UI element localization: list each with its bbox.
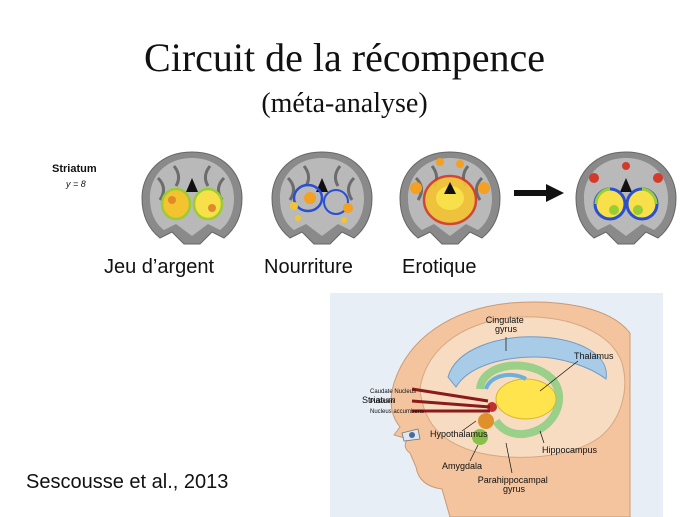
coordinate-label: y = 8 [66, 179, 86, 189]
brain-scan-combined [575, 151, 677, 245]
citation: Sescousse et al., 2013 [26, 471, 229, 493]
region-label: Striatum [52, 163, 97, 175]
slide-title: Circuit de la récompence [144, 35, 545, 80]
label-hypothalamus: Hypothalamus [430, 429, 488, 439]
label-putamen: Putamen [370, 399, 394, 405]
caption-erotic: Erotique [402, 256, 477, 278]
label-nucleus-accumbens: Nucleus accumbens [370, 409, 424, 415]
caption-gambling: Jeu d’argent [104, 256, 215, 278]
brain-scan-gambling [141, 151, 243, 245]
brain-scan-food [271, 151, 373, 245]
label-parahippocampal-gyrus: Parahippocampal gyrus [478, 475, 551, 494]
label-hippocampus: Hippocampus [542, 445, 598, 455]
slide-subtitle: (méta-analyse) [261, 88, 428, 119]
label-cingulate-gyrus: Cingulate gyrus [486, 315, 527, 334]
caption-food: Nourriture [264, 256, 353, 278]
arrow-right-icon [514, 184, 564, 202]
reward-circuit-anatomy-illustration: Cingulate gyrus Thalamus Striatum Caudat… [330, 293, 663, 517]
label-thalamus: Thalamus [574, 351, 614, 361]
label-amygdala: Amygdala [442, 461, 482, 471]
label-caudate-nucleus: Caudate Nucleus [370, 389, 416, 395]
label-striatum: Striatum [362, 395, 396, 405]
brain-scan-erotic [399, 151, 501, 245]
